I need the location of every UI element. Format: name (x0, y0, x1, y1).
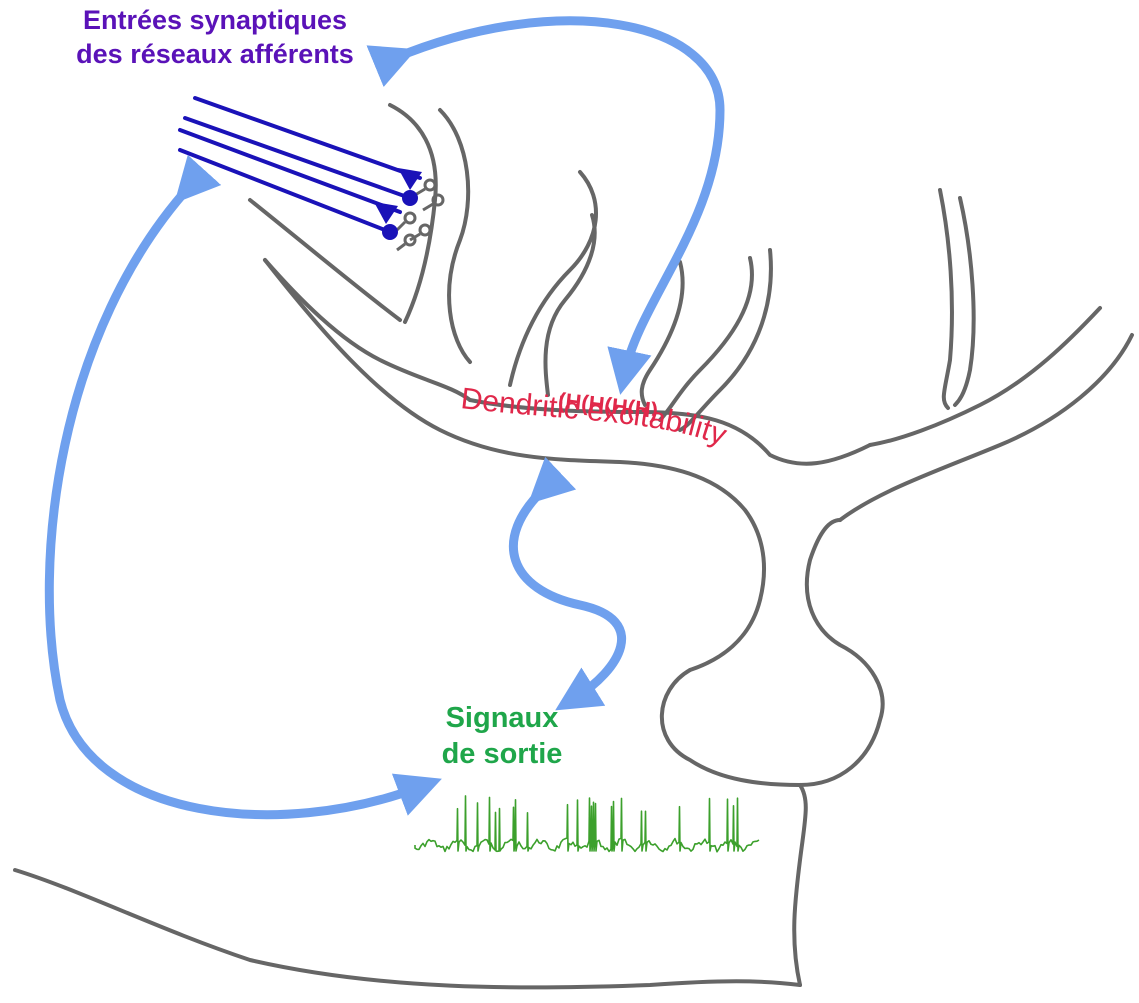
neuron-outline (15, 105, 1132, 987)
arrow-inputs-to-dendrite (395, 21, 720, 372)
output-signals-line-1: Signaux (412, 700, 592, 736)
axon-line-4 (195, 98, 420, 178)
dendrite-branch-2 (510, 172, 596, 385)
axon-terminal-2 (404, 192, 416, 204)
axon-line-2 (180, 130, 400, 212)
dendrite-branch-3b (660, 258, 752, 420)
output-signals-label: Signaux de sortie (412, 700, 592, 773)
dendrite-right-2 (955, 198, 974, 405)
synaptic-inputs-label: Entrées synaptiques des réseaux afférent… (40, 4, 390, 72)
output-signals-line-2: de sortie (412, 736, 592, 772)
dendrite-right-4 (840, 335, 1132, 520)
synaptic-inputs-line-1: Entrées synaptiques (40, 4, 390, 38)
axon-arrowhead-2 (374, 202, 398, 224)
arrow-excitability-output (513, 488, 621, 698)
synaptic-inputs-line-2: des réseaux afférents (40, 38, 390, 72)
dendrite-right-3 (870, 308, 1100, 445)
lower-body-outline (15, 870, 800, 987)
dendrite-trunk-bottom (265, 260, 764, 670)
excitability-group: (H(H(H(H) Dendritic excitability (459, 382, 800, 520)
dendrite-left-upper-edge (250, 200, 400, 320)
axon-terminal-1 (384, 226, 396, 238)
dendrite-branch-1 (440, 110, 470, 362)
axon-hillock (794, 785, 806, 985)
arrow-output-to-inputs (49, 186, 420, 815)
axon-line-1 (180, 150, 390, 232)
soma-outline (662, 520, 883, 785)
axon-line-3 (185, 118, 410, 198)
spike-train-trace (415, 796, 759, 852)
dendrite-right-1 (940, 190, 952, 408)
dendrite-branch-2b (545, 215, 594, 395)
afferent-axons (180, 98, 422, 238)
